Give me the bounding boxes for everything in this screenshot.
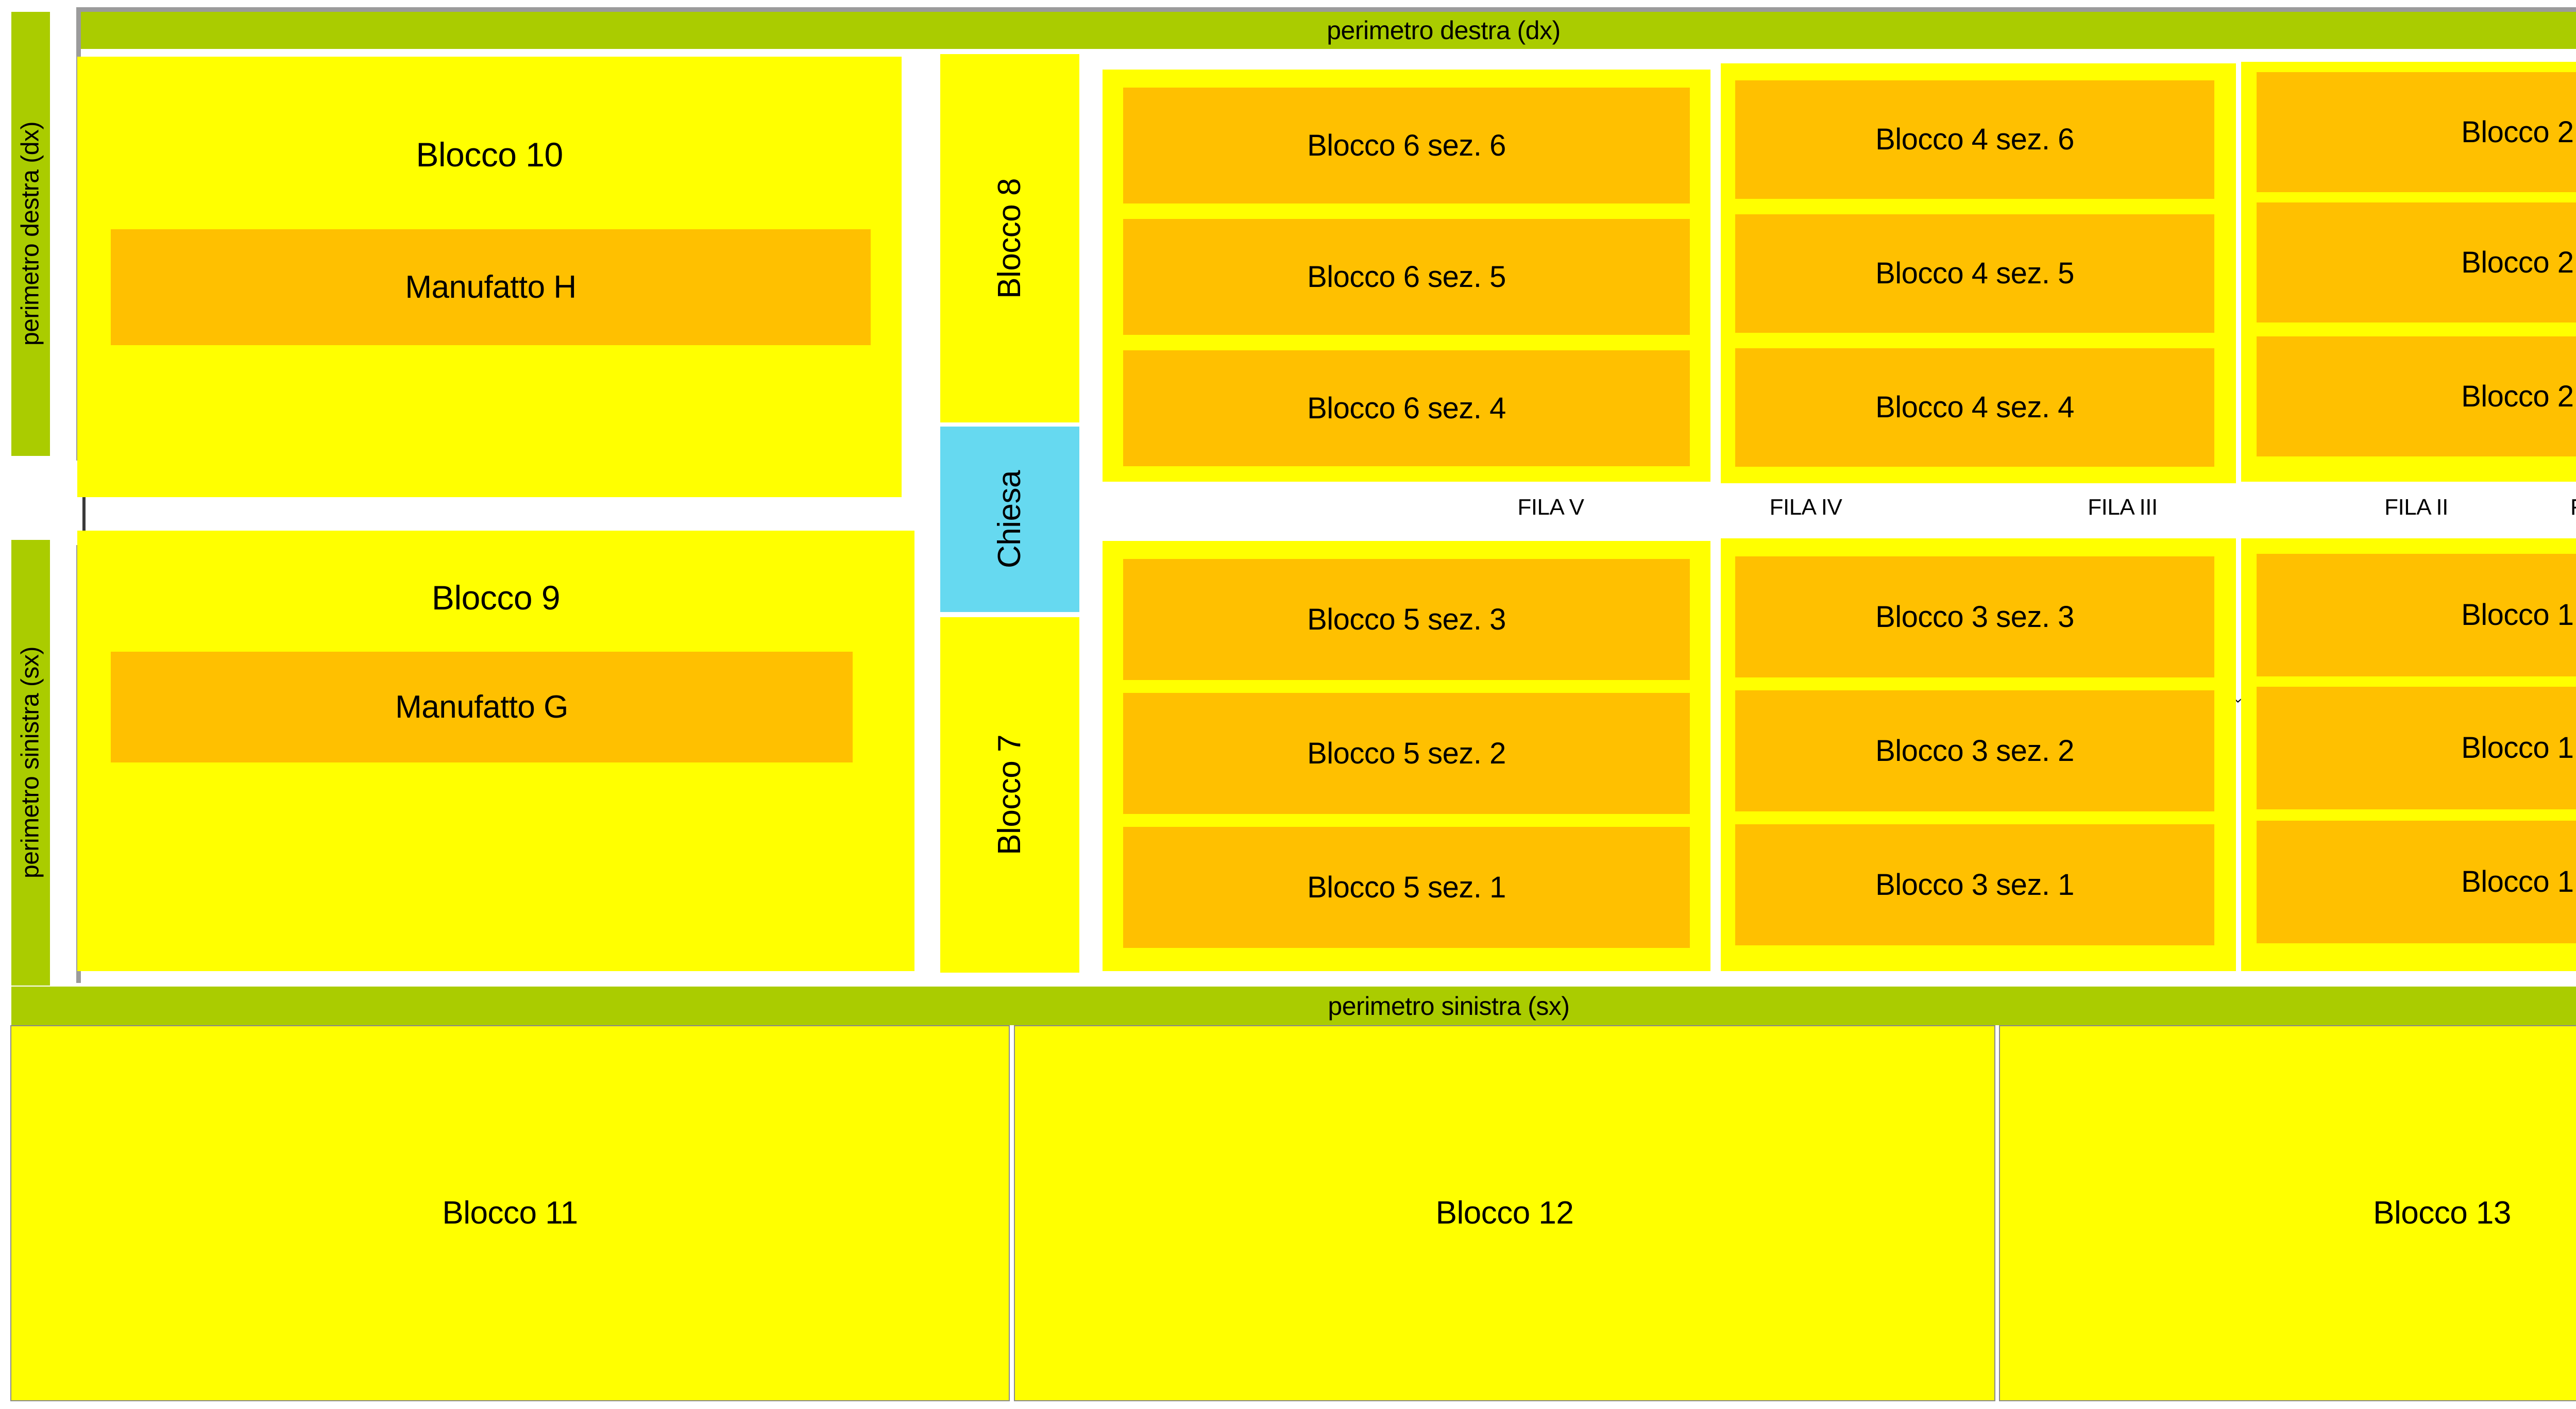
blocco-4-sez-6[interactable]: Blocco 4 sez. 6 [1735, 80, 2214, 199]
fila-label-iv: FILA IV [1769, 495, 1842, 520]
fila-label-i: FILA I [2540, 492, 2576, 523]
blocco-4-sez-5[interactable]: Blocco 4 sez. 5 [1735, 214, 2214, 333]
fila-label-v: FILA V [1517, 495, 1584, 520]
blocco-3-sez-1[interactable]: Blocco 3 sez. 1 [1735, 824, 2214, 945]
perimeter-left-bottom-band: perimetro sinistra (sx) [11, 540, 50, 986]
blocco-1-sez-3[interactable]: Blocco 1 sez. 3 [2257, 554, 2576, 676]
blocco-10-label: Blocco 10 [416, 135, 563, 174]
perimeter-left-top-band: perimetro destra (dx) [11, 12, 50, 456]
blocco-9[interactable]: Blocco 9 Manufatto G [77, 531, 914, 971]
perimeter-top-label: perimetro destra (dx) [1327, 16, 1561, 45]
blocco-5[interactable]: Blocco 5 sez. 3 Blocco 5 sez. 2 Blocco 5… [1103, 541, 1710, 971]
blocco-3-sez-3[interactable]: Blocco 3 sez. 3 [1735, 556, 2214, 677]
blocco-5-sez-2[interactable]: Blocco 5 sez. 2 [1123, 693, 1690, 814]
blocco-6-sez-5[interactable]: Blocco 6 sez. 5 [1123, 219, 1690, 335]
blocco-10[interactable]: Blocco 10 Manufatto H [77, 57, 902, 497]
blocco-1-sez-1[interactable]: Blocco 1 sez. 1 [2257, 821, 2576, 943]
manufatto-h[interactable]: Manufatto H [111, 229, 871, 345]
perimeter-left-top-label: perimetro destra (dx) [16, 122, 44, 346]
fila-label-ii: FILA II [2384, 495, 2448, 520]
blocco-4-sez-4[interactable]: Blocco 4 sez. 4 [1735, 348, 2214, 467]
blocco-4[interactable]: Blocco 4 sez. 6 Blocco 4 sez. 5 Blocco 4… [1721, 63, 2236, 483]
blocco-3[interactable]: Blocco 3 sez. 3 Blocco 3 sez. 2 Blocco 3… [1721, 538, 2236, 971]
blocco-6-sez-6[interactable]: Blocco 6 sez. 6 [1123, 88, 1690, 203]
blocco-2[interactable]: Blocco 2 sez. 6 Blocco 2 sez. 5 Blocco 2… [2241, 62, 2576, 482]
frame-left-edge-gap [82, 459, 86, 549]
blocco-2-sez-6[interactable]: Blocco 2 sez. 6 [2257, 72, 2576, 192]
blocco-8[interactable]: Blocco 8 [940, 54, 1079, 422]
blocco-1[interactable]: Blocco 1 sez. 3 Blocco 1 sez. 2 Blocco 1… [2241, 538, 2576, 971]
chiesa[interactable]: Chiesa [940, 427, 1079, 612]
perimeter-left-bottom-label: perimetro sinistra (sx) [16, 647, 44, 879]
frame-top-edge [76, 7, 2576, 12]
blocco-9-label: Blocco 9 [431, 579, 561, 617]
blocco-7-label: Blocco 7 [992, 735, 1027, 855]
blocco-3-sez-2[interactable]: Blocco 3 sez. 2 [1735, 690, 2214, 811]
blocco-7[interactable]: Blocco 7 [940, 617, 1079, 973]
blocco-2-sez-5[interactable]: Blocco 2 sez. 5 [2257, 202, 2576, 322]
manufatto-g-label: Manufatto G [395, 689, 568, 725]
blocco-5-sez-1[interactable]: Blocco 5 sez. 1 [1123, 827, 1690, 948]
blocco-2-sez-4[interactable]: Blocco 2 sez. 4 [2257, 336, 2576, 456]
chiesa-label: Chiesa [992, 470, 1027, 568]
manufatto-h-label: Manufatto H [405, 269, 577, 305]
manufatto-g[interactable]: Manufatto G [111, 652, 853, 762]
fila-label-iii: FILA III [2088, 495, 2158, 520]
blocco-1-sez-2[interactable]: Blocco 1 sez. 2 [2257, 687, 2576, 809]
blocco-13-label: Blocco 13 [2373, 1195, 2511, 1231]
blocco-12-label: Blocco 12 [1435, 1195, 1574, 1231]
perimeter-middle-bottom-band: perimetro sinistra (sx) [11, 987, 2576, 1025]
blocco-5-sez-3[interactable]: Blocco 5 sez. 3 [1123, 559, 1690, 680]
perimeter-middle-bottom-label: perimetro sinistra (sx) [1328, 991, 1570, 1021]
blocco-13[interactable]: Blocco 13 [1999, 1025, 2576, 1401]
blocco-11-label: Blocco 11 [442, 1195, 578, 1231]
perimeter-top-band: perimetro destra (dx) [81, 12, 2576, 49]
blocco-6-sez-4[interactable]: Blocco 6 sez. 4 [1123, 350, 1690, 466]
blocco-8-label: Blocco 8 [992, 178, 1027, 299]
blocco-6[interactable]: Blocco 6 sez. 6 Blocco 6 sez. 5 Blocco 6… [1103, 70, 1710, 482]
blocco-12[interactable]: Blocco 12 [1014, 1025, 1995, 1401]
blocco-11[interactable]: Blocco 11 [10, 1025, 1010, 1401]
